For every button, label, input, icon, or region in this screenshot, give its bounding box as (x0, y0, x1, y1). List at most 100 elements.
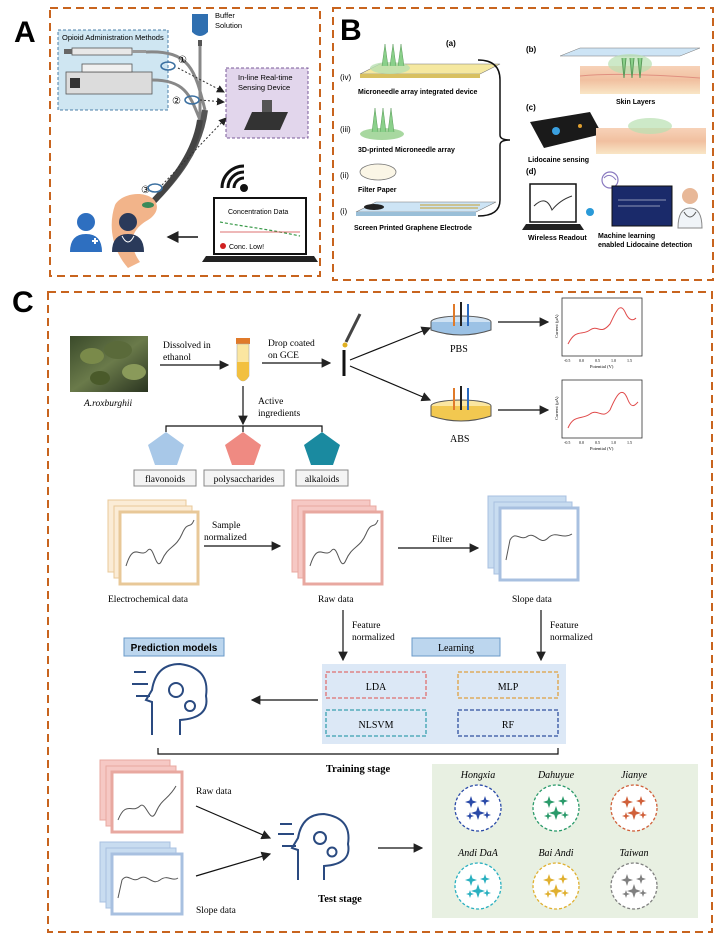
flavonoids-pentagon (148, 432, 184, 465)
electro-label: Electrochemical data (108, 595, 189, 605)
flavonoids-box (133, 469, 197, 487)
class-star (622, 812, 630, 820)
class-star (561, 811, 569, 819)
alkaloids-box (295, 469, 349, 487)
class-star (627, 806, 641, 820)
class-star (639, 889, 647, 897)
raw-data-stack (291, 499, 384, 586)
syringe-icon (64, 47, 146, 56)
mlp-box (457, 671, 559, 699)
class-star (471, 884, 485, 898)
plant-photo (70, 336, 148, 392)
sub-c-label: (c) (526, 103, 536, 112)
layer-iv-label: (iv) (340, 73, 351, 82)
drop-label-2: on GCE (268, 351, 299, 361)
abs-tick: -0.5 (564, 440, 570, 445)
panel-b: B (a) (iv) Microneedle array integrated … (332, 7, 714, 281)
cv-plot-abs: Current (μA) Potential (V) -0.5 0.0 0.5 … (554, 379, 643, 451)
sample-norm-label-1: Sample (212, 521, 241, 531)
abs-tick: 0.0 (579, 440, 584, 445)
class-star (549, 884, 563, 898)
models-panel (322, 664, 566, 744)
class-star (465, 874, 477, 886)
alkaloids-pentagon (304, 432, 340, 465)
bracket (477, 59, 511, 217)
class-star (544, 890, 552, 898)
pbs-ylabel: Current (μA) (554, 314, 559, 338)
class-star (622, 890, 630, 898)
class-star (466, 812, 474, 820)
abs-tick: 1.0 (611, 440, 616, 445)
pump-icon (65, 63, 153, 95)
panel-a: A Opioid Administration Methods ① ② ③ (14, 7, 321, 277)
class-star (561, 889, 569, 897)
wifi-icon (220, 164, 248, 192)
lidocaine-label: Lidocaine sensing (528, 157, 589, 164)
arm-icon (111, 194, 157, 268)
sample-norm-label-2: normalized (204, 533, 247, 543)
active-label-1: Active (258, 397, 283, 407)
concentration-label: Concentration Data (228, 209, 288, 216)
panel-a-letter: A (14, 16, 36, 49)
marker-2: ② (172, 96, 181, 107)
feature-norm-left-2: normalized (352, 633, 395, 643)
alert-label: Conc. Low! (229, 244, 264, 251)
buffer-label-1: Buffer (215, 11, 235, 20)
rf-label: RF (502, 720, 515, 731)
sub-a-label: (a) (446, 39, 456, 48)
class-star (621, 874, 633, 886)
abs-tick: 0.5 (595, 440, 600, 445)
feature-norm-right-2: normalized (550, 633, 593, 643)
drop-label-1: Drop coated (268, 339, 315, 349)
class-star (480, 874, 490, 884)
marker-3: ③ (141, 185, 150, 196)
class-star (549, 806, 563, 820)
class-star (621, 796, 633, 808)
doctor-icon (70, 213, 102, 252)
class-label: Hongxia (460, 770, 495, 781)
class-star (639, 811, 647, 819)
filter-paper-label: Filter Paper (358, 187, 397, 194)
panel-b-letter: B (340, 14, 362, 47)
filter-paper-icon (359, 163, 397, 181)
class-star (480, 796, 490, 806)
slope-label: Slope data (512, 595, 553, 605)
class-star (465, 796, 477, 808)
class-star (466, 890, 474, 898)
active-label-2: ingredients (258, 409, 301, 419)
class-star (471, 806, 485, 820)
wireless-label: Wireless Readout (528, 235, 587, 242)
learning-label: Learning (438, 643, 474, 654)
panel-a-frame (49, 7, 321, 277)
skin-label: Skin Layers (616, 99, 655, 106)
panel-c: C A.roxburghii Dissolved in ethanol Drop… (12, 286, 713, 933)
gce-electrode-icon (342, 313, 362, 376)
pbs-tick: 0.5 (595, 358, 600, 363)
layer-ii-label: (ii) (340, 171, 349, 180)
microneedle-device-label: Microneedle array integrated device (358, 89, 478, 96)
alkaloids-label: alkaloids (305, 475, 340, 485)
cv-plot-pbs: Current (μA) Potential (V) -0.5 0.0 0.5 … (554, 297, 643, 369)
class-label: Jianye (621, 770, 648, 781)
flavonoids-label: flavonoids (145, 474, 185, 485)
buffer-bag-icon (192, 14, 208, 46)
pbs-label: PBS (450, 344, 468, 355)
layer-iii-label: (iii) (340, 125, 351, 134)
class-label: Andi DaA (457, 848, 499, 859)
class-star (558, 796, 568, 806)
rf-box (457, 709, 559, 737)
microneedle-device-icon (359, 43, 501, 78)
class-star (627, 884, 641, 898)
electrode-icon (355, 201, 497, 216)
pbs-tick: 1.0 (611, 358, 616, 363)
class-star (483, 811, 491, 819)
doctor-photo-icon (677, 188, 703, 229)
polysaccharides-pentagon (225, 432, 261, 465)
lda-box (325, 671, 427, 699)
ai-head-icon (132, 662, 208, 735)
lda-label: LDA (366, 682, 387, 693)
prediction-label: Prediction models (131, 643, 218, 654)
class-star (543, 796, 555, 808)
